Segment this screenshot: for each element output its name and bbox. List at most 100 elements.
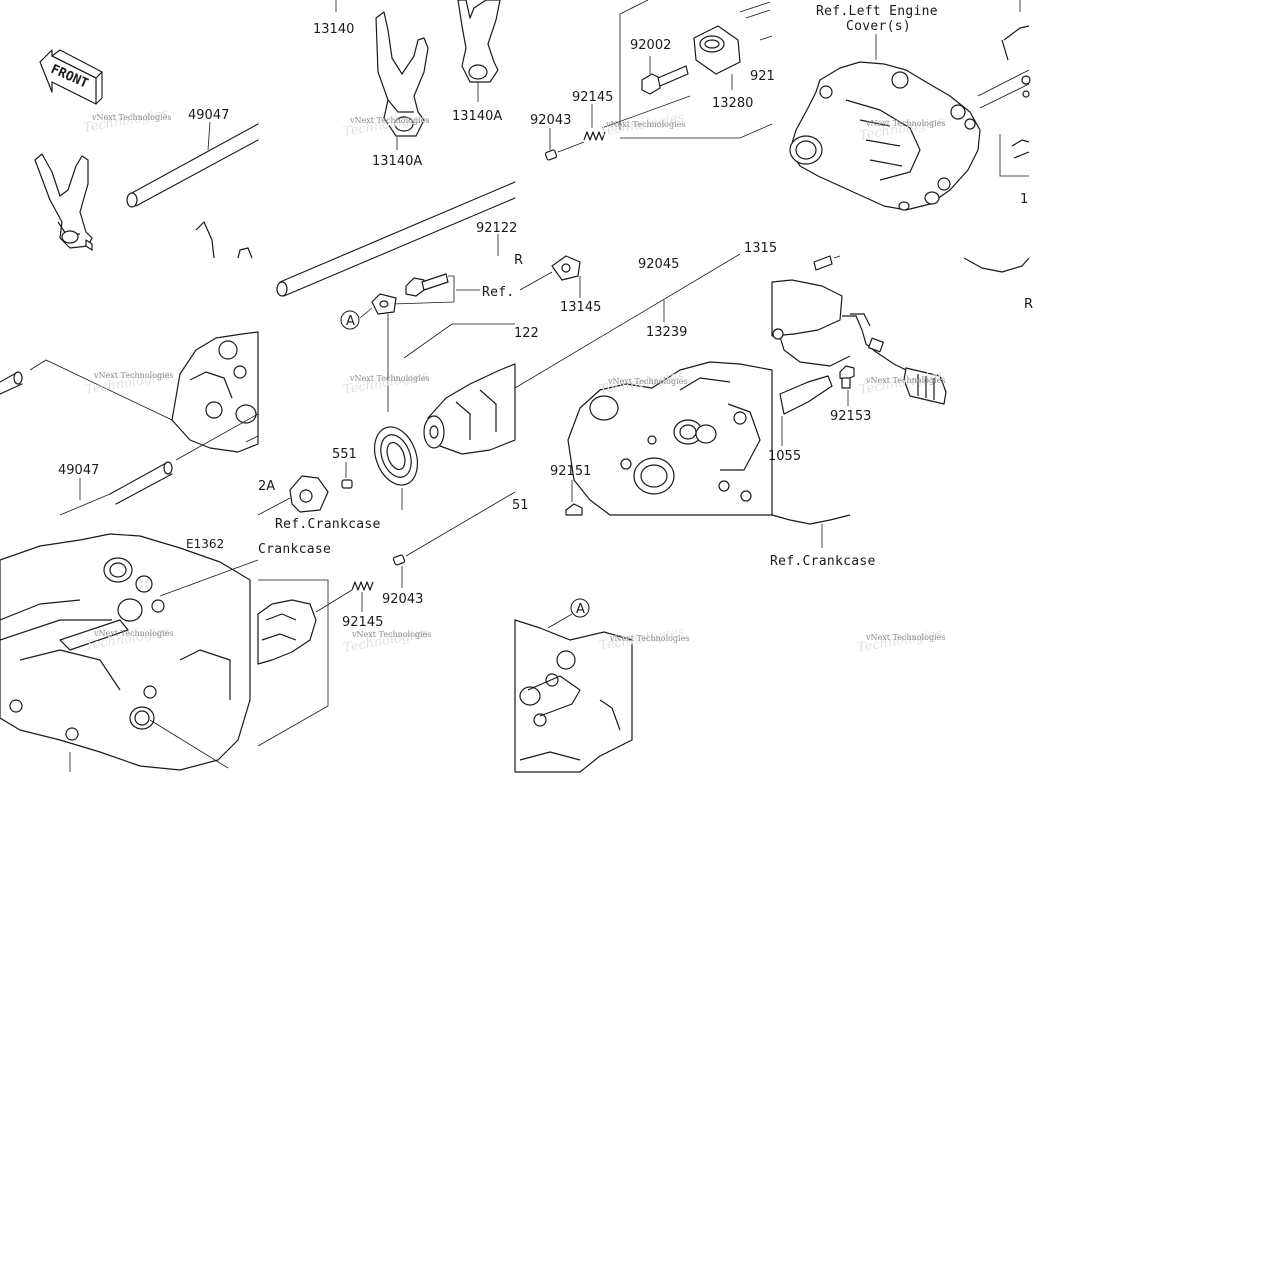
watermark: Technologies vNext Technologies <box>82 106 171 136</box>
tile-bottom-mid-right: A Technologies vNext Technologies <box>514 598 689 773</box>
label-92145-lower: 92145 <box>342 615 383 630</box>
ref-crankcase-2: Crankcase <box>258 542 331 557</box>
label-13239: 13239 <box>646 325 687 340</box>
svg-text:vNext Technologies: vNext Technologies <box>349 374 429 383</box>
gear-position-sensor-harness <box>771 279 947 405</box>
svg-text:Technologies: Technologies <box>342 368 430 398</box>
ref-left-engine-cover-line2: Cover(s) <box>846 19 911 34</box>
ref-partial: Ref. <box>482 285 515 300</box>
tile-mid-right: 1055 92153 R Technologies vNext Technolo… <box>768 255 1033 464</box>
left-engine-cover <box>789 61 981 211</box>
label-921-partial: 921 <box>750 69 775 84</box>
label-13145: 13145 <box>560 300 601 315</box>
label-r-partial-2: R <box>1024 297 1033 312</box>
shift-fork-13140a-right <box>457 0 501 83</box>
tile-bottom-right: Ref.Crankcase Technologies vNext Technol… <box>770 514 945 656</box>
shift-rod-49047-lower <box>109 461 173 505</box>
shift-drum-13239 <box>423 363 516 455</box>
shift-fork-13140a-left <box>375 11 429 137</box>
svg-text:vNext Technologies: vNext Technologies <box>865 376 945 385</box>
label-92043-lower: 92043 <box>382 592 423 607</box>
callout-a-lower-letter: A <box>576 602 585 617</box>
tile-mid-left: 49047 Technologies vNext Technologies <box>0 331 259 516</box>
svg-text:vNext Technologies: vNext Technologies <box>349 116 429 125</box>
label-49047-top: 49047 <box>188 108 229 123</box>
bolt-92153 <box>839 365 855 389</box>
sensor-body <box>779 375 833 415</box>
tile-top-mid-right: 92002 13280 921 92145 92043 Technologies… <box>530 0 775 161</box>
label-13140: 13140 <box>313 22 354 37</box>
label-51-partial: 51 <box>512 498 529 513</box>
label-92045: 92045 <box>638 257 679 272</box>
label-1055-partial: 1055 <box>768 449 801 464</box>
crankcase-detail <box>514 619 633 773</box>
ref-left-engine-cover-line1: Ref.Left Engine <box>816 4 938 19</box>
label-1315-partial: 1315 <box>744 241 777 256</box>
spring-92145-top <box>583 131 606 141</box>
label-1-partial: 1 <box>1020 192 1028 207</box>
ref-crankcase-3: Ref.Crankcase <box>770 554 876 569</box>
svg-text:vNext Technologies: vNext Technologies <box>605 120 685 129</box>
label-92043-top: 92043 <box>530 113 571 128</box>
pin-92043-lower <box>392 554 406 566</box>
svg-text:vNext Technologies: vNext Technologies <box>865 633 945 642</box>
tile-mid-middle: 92122 Ref. A 122 <box>257 181 539 532</box>
svg-text:vNext Technologies: vNext Technologies <box>351 630 431 639</box>
label-122-partial: 122 <box>514 326 539 341</box>
label-13140a-lower: 13140A <box>372 154 422 169</box>
watermark: Technologies vNext Technologies <box>598 110 686 140</box>
tile-top-left: FRONT 49047 Technologies vNext Technolog… <box>34 49 259 259</box>
svg-text:vNext Technologies: vNext Technologies <box>93 629 173 638</box>
callout-a-lower <box>570 598 590 618</box>
shift-rod-center <box>276 181 516 297</box>
bolt-92151 <box>565 503 583 516</box>
part-13145 <box>519 255 581 291</box>
svg-text:vNext Technologies: vNext Technologies <box>865 119 945 128</box>
svg-text:vNext Technologies: vNext Technologies <box>609 634 689 643</box>
label-2a-partial: 2A <box>258 479 275 494</box>
watermark: Technologies vNext Technologies <box>598 624 689 654</box>
tile-top-right: Ref.Left Engine Cover(s) 1 <box>789 0 1031 211</box>
ref-r-partial: R <box>514 253 523 268</box>
watermark: Technologies vNext Technologies <box>342 368 430 398</box>
crankcase-center <box>567 361 773 516</box>
tile-mid-mid-right: 13145 R 92045 1315 13239 92 <box>512 241 777 516</box>
watermark: Technologies vNext Technologies <box>856 626 945 656</box>
svg-text:vNext Technologies: vNext Technologies <box>93 371 173 380</box>
label-49047-lower: 49047 <box>58 463 99 478</box>
shift-rod-49047-top <box>126 123 259 208</box>
crankcase-section-left <box>171 331 259 453</box>
watermark: Technologies vNext Technologies <box>84 368 173 398</box>
label-13280: 13280 <box>712 96 753 111</box>
bearing <box>373 426 419 486</box>
label-92153: 92153 <box>830 409 871 424</box>
spring-92145-lower <box>351 581 374 591</box>
front-arrow-icon: FRONT <box>39 49 103 105</box>
label-13140a-upper: 13140A <box>452 109 502 124</box>
svg-text:vNext Technologies: vNext Technologies <box>607 377 687 386</box>
shift-fork-left <box>34 153 93 251</box>
label-92002: 92002 <box>630 38 671 53</box>
label-551: 551 <box>332 447 357 462</box>
callout-a-upper <box>340 310 360 330</box>
label-92122: 92122 <box>476 221 517 236</box>
pin-92043-top <box>544 141 585 161</box>
ref-crankcase-1: Ref.Crankcase <box>275 517 381 532</box>
bolt-92002 <box>641 65 689 95</box>
crankcase-part <box>289 475 329 513</box>
label-92151: 92151 <box>550 464 591 479</box>
collar-13280 <box>693 25 741 75</box>
shift-drum-end <box>257 599 317 665</box>
diagram-code: E1362 <box>186 537 224 551</box>
pin-551 <box>341 479 353 489</box>
bolt-92122 <box>405 273 449 297</box>
tile-top-middle: 13140 13140A 13140A Technologies vNext T… <box>313 0 502 169</box>
callout-a-upper-letter: A <box>346 314 355 329</box>
watermark: Technologies vNext Technologies <box>342 626 431 656</box>
plate <box>371 293 397 315</box>
tile-bottom-left: E1362 Technologies vNext Technologies <box>0 533 259 772</box>
crankcase-left-half <box>0 533 251 771</box>
label-92145-top: 92145 <box>572 90 613 105</box>
svg-text:vNext Technologies: vNext Technologies <box>91 113 171 122</box>
